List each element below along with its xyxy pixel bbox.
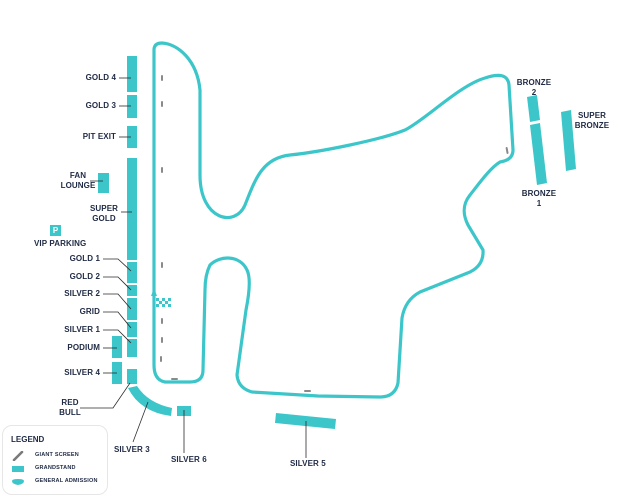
grandstand-pit-exit[interactable] bbox=[127, 126, 137, 148]
leader-line bbox=[80, 382, 131, 409]
label-gold-2: GOLD 2 bbox=[69, 272, 100, 281]
label-silver-2: SILVER 2 bbox=[64, 289, 100, 298]
leader-line bbox=[103, 258, 132, 272]
legend-label: GRANDSTAND bbox=[35, 465, 76, 471]
legend-label: GIANT SCREEN bbox=[35, 452, 79, 458]
leader-line bbox=[103, 329, 132, 344]
giant-screen-icon bbox=[505, 147, 509, 154]
label-line: BRONZE bbox=[521, 189, 557, 198]
giant-screen-icon bbox=[161, 75, 163, 81]
leader-line bbox=[103, 276, 132, 291]
label-red-bull: RED BULL bbox=[50, 398, 90, 418]
giant-screen-icon bbox=[12, 451, 24, 461]
label-podium: PODIUM bbox=[67, 343, 100, 352]
grandstand-silver-2[interactable] bbox=[127, 298, 137, 320]
label-fan-lounge: FAN LOUNGE bbox=[50, 171, 106, 191]
legend-item-giant-screen: GIANT SCREEN bbox=[11, 451, 107, 461]
leader-line bbox=[103, 311, 132, 329]
giant-screen-icon bbox=[161, 337, 163, 343]
giant-screen-icon bbox=[161, 167, 163, 173]
label-silver-3: SILVER 3 bbox=[114, 445, 150, 454]
direction-arrow-icon bbox=[151, 288, 157, 296]
label-line: BRONZE bbox=[516, 78, 552, 87]
race-track bbox=[152, 41, 515, 399]
parking-icon: P bbox=[50, 225, 61, 236]
grandstand-bronze-1[interactable] bbox=[530, 123, 547, 185]
general-admission-icon bbox=[12, 479, 24, 485]
label-vip-parking: VIP PARKING bbox=[34, 239, 87, 248]
grandstand-gold-2[interactable] bbox=[127, 285, 137, 296]
grandstand-super-gold[interactable] bbox=[127, 158, 137, 260]
giant-screen-icon bbox=[171, 378, 178, 380]
grandstand-gold-4[interactable] bbox=[127, 56, 137, 92]
giant-screen-icon bbox=[161, 262, 163, 268]
label-super-bronze: SUPER BRONZE bbox=[572, 111, 612, 131]
label-line: 1 bbox=[536, 199, 542, 208]
label-line: SUPER bbox=[577, 111, 607, 120]
grandstand-icon bbox=[12, 466, 24, 472]
label-gold-3: GOLD 3 bbox=[85, 101, 116, 110]
label-line: GOLD bbox=[92, 214, 116, 223]
grandstand-gold-1[interactable] bbox=[127, 262, 137, 283]
legend-item-general-admission: GENERAL ADMISSION bbox=[11, 477, 107, 487]
giant-screen-icon bbox=[160, 356, 162, 362]
label-line: LOUNGE bbox=[60, 181, 96, 190]
grandstand-silver-3[interactable] bbox=[128, 386, 172, 416]
legend-item-grandstand: GRANDSTAND bbox=[11, 464, 107, 474]
label-silver-6: SILVER 6 bbox=[171, 455, 207, 464]
label-silver-1: SILVER 1 bbox=[64, 325, 100, 334]
label-line: BULL bbox=[59, 408, 81, 417]
grandstand-grid[interactable] bbox=[127, 322, 137, 337]
grandstand-gold-3[interactable] bbox=[127, 95, 137, 118]
label-line: 2 bbox=[531, 88, 537, 97]
label-super-gold: SUPER GOLD bbox=[76, 204, 132, 224]
legend-label: GENERAL ADMISSION bbox=[35, 478, 98, 484]
label-line: RED bbox=[61, 398, 79, 407]
label-grid: GRID bbox=[79, 307, 100, 316]
checkered-flag-icon bbox=[156, 298, 171, 307]
label-line: BRONZE bbox=[574, 121, 610, 130]
label-gold-4: GOLD 4 bbox=[85, 73, 116, 82]
giant-screen-icon bbox=[304, 390, 311, 392]
leader-line bbox=[103, 293, 132, 310]
label-gold-1: GOLD 1 bbox=[69, 254, 100, 263]
label-line: FAN bbox=[69, 171, 87, 180]
label-silver-5: SILVER 5 bbox=[290, 459, 326, 468]
label-bronze-1: BRONZE 1 bbox=[519, 189, 559, 209]
grandstand-red-bull[interactable] bbox=[127, 369, 137, 384]
grandstand-fan-lounge[interactable] bbox=[98, 173, 109, 193]
label-silver-4: SILVER 4 bbox=[64, 368, 100, 377]
grandstand-silver-5[interactable] bbox=[275, 413, 336, 429]
leader-line bbox=[132, 401, 149, 443]
legend: LEGEND GIANT SCREEN GRANDSTAND GENERAL A… bbox=[2, 425, 108, 495]
giant-screen-icon bbox=[161, 318, 163, 324]
label-bronze-2: BRONZE 2 bbox=[514, 78, 554, 98]
giant-screen-icon bbox=[161, 101, 163, 107]
label-line: SUPER bbox=[89, 204, 119, 213]
grandstand-silver-1[interactable] bbox=[127, 339, 137, 357]
grandstand-super-bronze[interactable] bbox=[561, 110, 576, 171]
grandstand-bronze-2[interactable] bbox=[527, 95, 540, 122]
label-pit-exit: PIT EXIT bbox=[82, 132, 116, 141]
grandstand-podium[interactable] bbox=[112, 336, 122, 358]
legend-title: LEGEND bbox=[11, 435, 45, 444]
